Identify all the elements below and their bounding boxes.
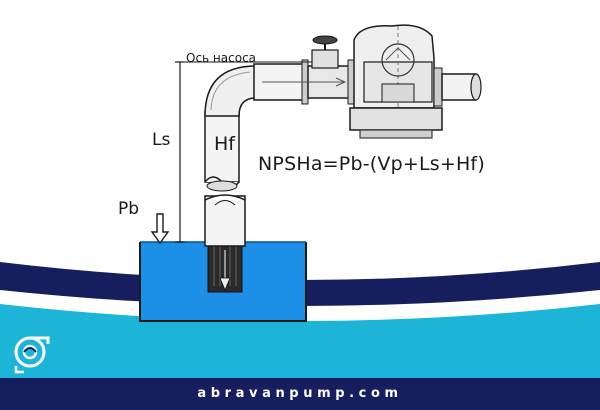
footer-bar xyxy=(0,378,600,410)
atmospheric-pressure-label: Pb xyxy=(118,199,140,219)
down-arrow-icon xyxy=(150,213,170,245)
foot-valve xyxy=(207,239,243,293)
friction-loss-label: Hf xyxy=(214,133,235,155)
website-url[interactable]: abravanpump.com xyxy=(197,386,403,401)
pump-body xyxy=(349,24,443,139)
suction-pipe-lower xyxy=(204,194,246,247)
suction-height-label: Ls xyxy=(152,130,171,150)
gate-valve xyxy=(311,35,339,69)
dimension-lines xyxy=(175,61,312,243)
discharge-pipe xyxy=(433,67,482,107)
pump-axis-label: Ось насоса xyxy=(186,51,257,65)
horizontal-suction-pipe xyxy=(253,59,355,105)
npsha-formula: NPSHa=Pb-(Vp+Ls+Hf) xyxy=(258,153,485,175)
pump-logo-icon xyxy=(14,336,50,374)
pipe-elbow xyxy=(204,65,257,117)
